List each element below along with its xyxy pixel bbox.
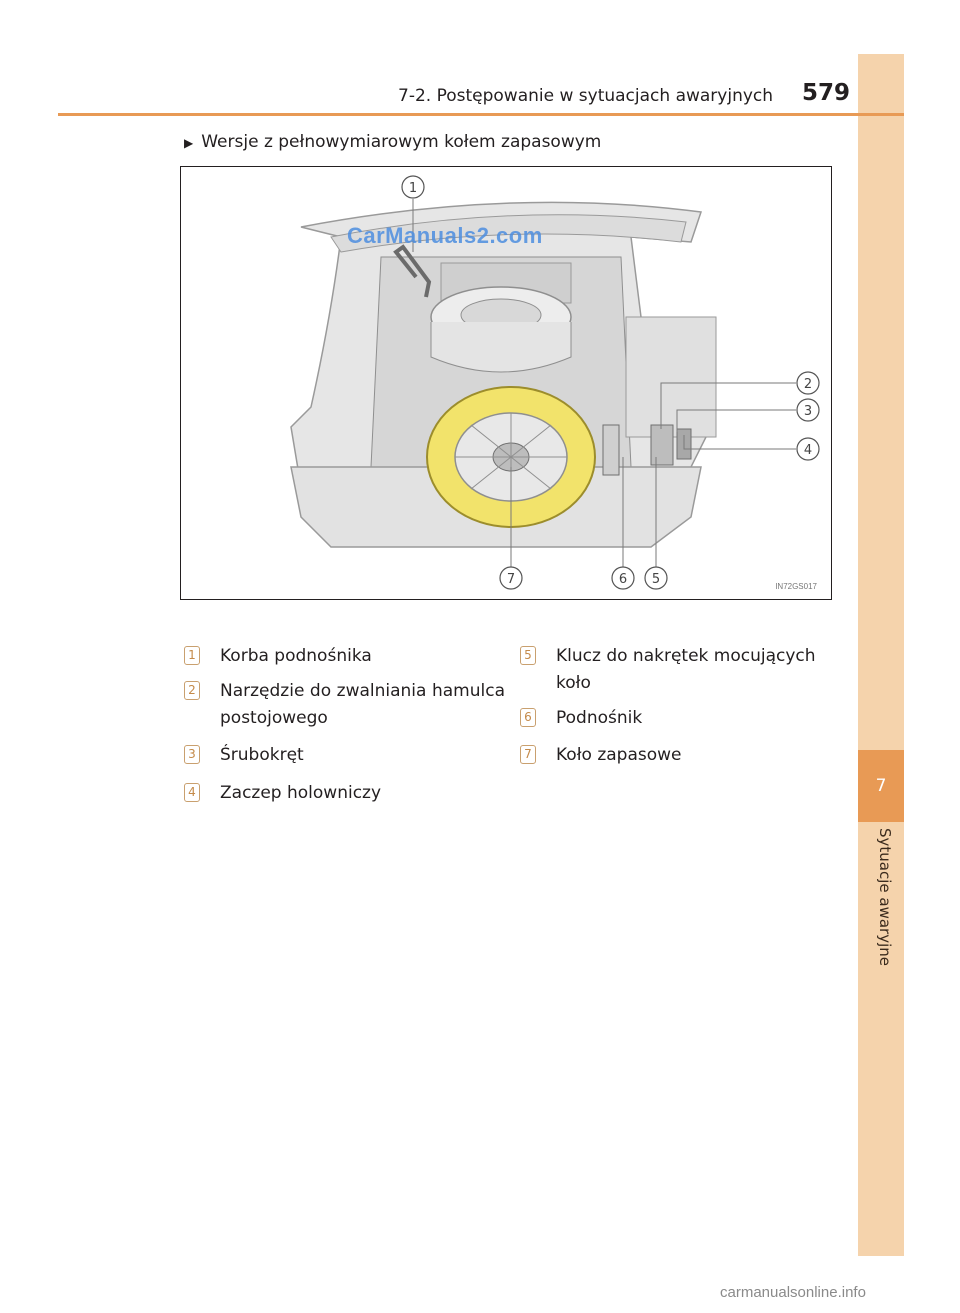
callout-3-label: 3 <box>804 404 812 419</box>
page-number: 579 <box>802 80 851 106</box>
legend-text: Zaczep holowniczy <box>220 783 382 803</box>
header-rule <box>58 113 904 116</box>
callout-2 <box>796 371 820 395</box>
callout-5-label: 5 <box>652 572 660 587</box>
chapter-number-tab: 7 <box>858 750 904 822</box>
version-text: Wersje z pełnowymiarowym kołem zapasowym <box>201 132 602 152</box>
legend-number: 3 <box>184 745 200 764</box>
callout-4-label: 4 <box>804 443 812 458</box>
legend-text: Koło zapasowe <box>556 745 682 765</box>
legend-text: Podnośnik <box>556 708 643 728</box>
legend-number: 7 <box>520 745 536 764</box>
version-line: ▶ Wersje z pełnowymiarowym kołem zapasowy… <box>184 132 601 152</box>
callout-6 <box>611 566 635 590</box>
legend-number: 5 <box>520 646 536 665</box>
legend-number: 2 <box>184 681 200 700</box>
legend-text: Narzędzie do zwalniania hamulca postojow… <box>220 681 505 728</box>
watermark: CarManuals2.com <box>347 223 543 248</box>
callout-7-label: 7 <box>507 572 515 587</box>
chapter-sidebar <box>858 54 904 1256</box>
callout-6-label: 6 <box>619 572 627 587</box>
callout-2-label: 2 <box>804 377 812 392</box>
footer-watermark: carmanualsonline.info <box>720 1284 866 1301</box>
callout-7 <box>499 566 523 590</box>
spare-wheel-figure: 1 2 3 4 5 6 7 CarManuals2.com IN72GS017 <box>180 166 832 600</box>
section-title: 7-2. Postępowanie w sytuacjach awaryjnyc… <box>398 86 774 106</box>
legend-text: Śrubokręt <box>220 745 304 765</box>
legend-text: Klucz do nakrętek mocujących koło <box>556 646 816 693</box>
callout-1-label: 1 <box>409 181 417 196</box>
callout-4 <box>796 437 820 461</box>
legend-number: 1 <box>184 646 200 665</box>
triangle-bullet-icon: ▶ <box>184 136 194 150</box>
legend-number: 4 <box>184 783 200 802</box>
callout-3 <box>796 398 820 422</box>
trunk-illustration: 1 2 3 4 5 6 7 <box>181 167 831 599</box>
callout-1 <box>401 175 425 199</box>
legend-text: Korba podnośnika <box>220 646 372 666</box>
callout-5 <box>644 566 668 590</box>
chapter-label: Sytuacje awaryjne <box>876 828 894 966</box>
figure-code: IN72GS017 <box>775 582 817 591</box>
legend-number: 6 <box>520 708 536 727</box>
